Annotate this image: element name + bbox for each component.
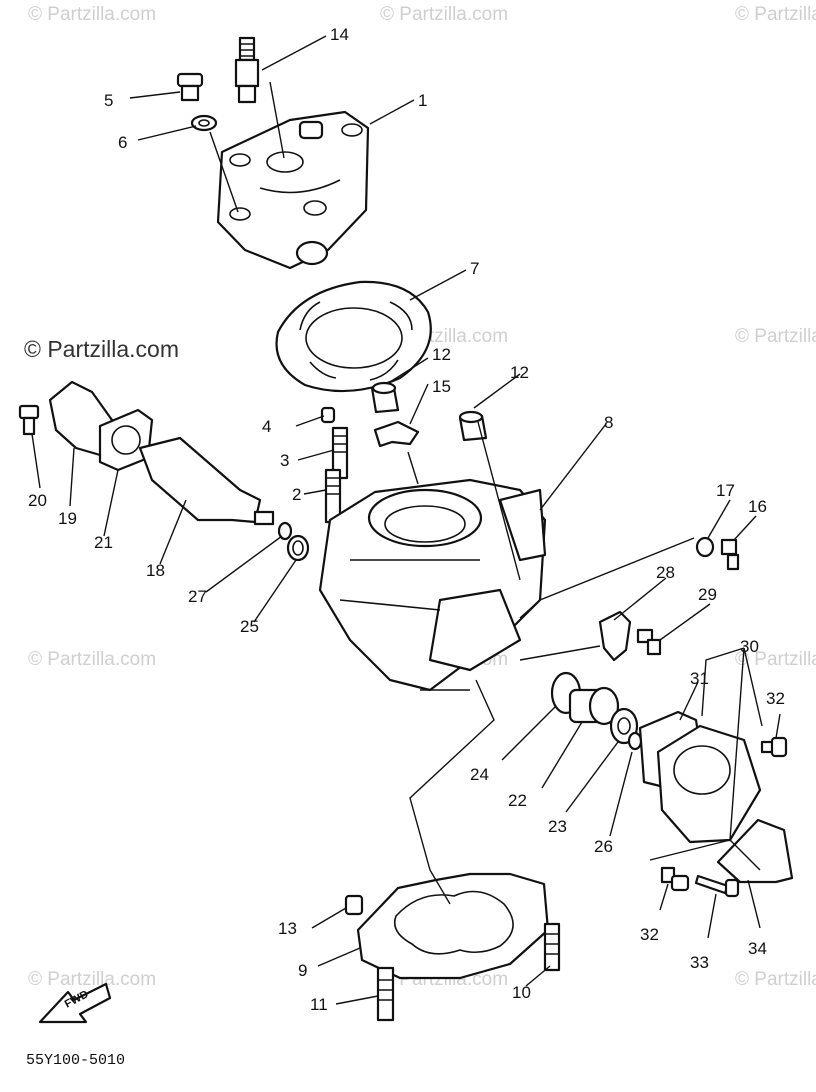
bolt[interactable] bbox=[636, 628, 662, 656]
callout-8[interactable]: 8 bbox=[604, 413, 613, 432]
joint-gasket-hole bbox=[111, 425, 141, 455]
washer-hole bbox=[198, 119, 210, 127]
watermark-faint: © Partzilla.com bbox=[380, 4, 508, 25]
diagram-code: 55Y100-5010 bbox=[26, 1052, 125, 1069]
washer[interactable] bbox=[695, 536, 715, 558]
callout-18[interactable]: 18 bbox=[146, 561, 165, 580]
callout-22[interactable]: 22 bbox=[508, 791, 527, 810]
screw[interactable] bbox=[694, 874, 740, 898]
watermark-faint: © Partzilla.com bbox=[735, 4, 816, 25]
dowel-pin[interactable] bbox=[320, 406, 336, 424]
callout-20[interactable]: 20 bbox=[28, 491, 47, 510]
collar[interactable] bbox=[286, 534, 310, 562]
stud-bolt[interactable] bbox=[543, 922, 561, 972]
clamp[interactable] bbox=[598, 610, 632, 662]
callout-11[interactable]: 11 bbox=[310, 995, 328, 1014]
callout-24[interactable]: 24 bbox=[470, 765, 489, 784]
bracket[interactable] bbox=[373, 420, 420, 448]
callout-27[interactable]: 27 bbox=[188, 587, 207, 606]
callout-28[interactable]: 28 bbox=[656, 563, 675, 582]
bolt[interactable] bbox=[760, 736, 788, 758]
callout-16[interactable]: 16 bbox=[748, 497, 767, 516]
watermark-faint: © Partzilla.com bbox=[735, 326, 816, 347]
dowel-pin[interactable] bbox=[344, 894, 364, 916]
callout-10[interactable]: 10 bbox=[512, 983, 531, 1002]
callout-12-a[interactable]: 12 bbox=[432, 345, 451, 364]
watermark-faint: © Partzilla.com bbox=[735, 649, 816, 670]
callout-32-a[interactable]: 32 bbox=[766, 689, 785, 708]
callout-12-b[interactable]: 12 bbox=[510, 363, 529, 382]
callout-15[interactable]: 15 bbox=[432, 377, 451, 396]
callout-9[interactable]: 9 bbox=[298, 961, 307, 980]
callout-23[interactable]: 23 bbox=[548, 817, 567, 836]
bolt[interactable] bbox=[18, 404, 40, 436]
exhaust-pipe[interactable] bbox=[138, 436, 275, 526]
callout-3[interactable]: 3 bbox=[280, 451, 289, 470]
callout-34[interactable]: 34 bbox=[748, 939, 767, 958]
cylinder-head[interactable] bbox=[216, 110, 370, 270]
plug-bolt[interactable] bbox=[176, 72, 204, 102]
o-ring[interactable] bbox=[277, 521, 293, 541]
callout-17[interactable]: 17 bbox=[716, 481, 735, 500]
protector[interactable] bbox=[716, 818, 794, 884]
cylinder[interactable] bbox=[318, 478, 547, 692]
callout-19[interactable]: 19 bbox=[58, 509, 77, 528]
callout-6[interactable]: 6 bbox=[118, 133, 127, 152]
callout-33[interactable]: 33 bbox=[690, 953, 709, 972]
cylinder-nut[interactable] bbox=[458, 410, 488, 442]
bolt[interactable] bbox=[660, 866, 690, 892]
callouts: 14 5 6 1 7 12 15 12 4 3 2 8 17 16 20 19 … bbox=[28, 25, 785, 1014]
callout-31[interactable]: 31 bbox=[690, 669, 709, 688]
spark-plug[interactable] bbox=[234, 36, 260, 104]
watermark-faint: © Partzilla.com bbox=[28, 969, 156, 990]
exhaust-valve[interactable] bbox=[568, 686, 620, 726]
watermark-brand: © Partzilla.com bbox=[24, 336, 179, 362]
forward-direction-arrow: FWD bbox=[38, 982, 112, 1024]
callout-13[interactable]: 13 bbox=[278, 919, 297, 938]
callout-14[interactable]: 14 bbox=[330, 25, 349, 44]
callout-1[interactable]: 1 bbox=[418, 91, 427, 110]
head-gasket[interactable] bbox=[275, 280, 432, 393]
watermark-faint: © Partzilla.com bbox=[28, 4, 156, 25]
callout-29[interactable]: 29 bbox=[698, 585, 717, 604]
callout-7[interactable]: 7 bbox=[470, 259, 479, 278]
callout-5[interactable]: 5 bbox=[104, 91, 113, 110]
base-gasket[interactable] bbox=[356, 872, 550, 980]
cylinder-nut[interactable] bbox=[370, 381, 400, 414]
bolt[interactable] bbox=[720, 538, 740, 571]
stud-bolt[interactable] bbox=[376, 966, 395, 1022]
callout-2[interactable]: 2 bbox=[292, 485, 301, 504]
washer[interactable] bbox=[190, 114, 218, 132]
leader-lines bbox=[31, 35, 781, 1005]
o-ring[interactable] bbox=[627, 731, 643, 751]
callout-26[interactable]: 26 bbox=[594, 837, 613, 856]
valve-cover[interactable] bbox=[656, 724, 762, 844]
callout-25[interactable]: 25 bbox=[240, 617, 259, 636]
watermark-faint: © Partzilla.com bbox=[735, 969, 816, 990]
callout-32-b[interactable]: 32 bbox=[640, 925, 659, 944]
callout-21[interactable]: 21 bbox=[94, 533, 113, 552]
watermark-faint: © Partzilla.com bbox=[28, 649, 156, 670]
callout-4[interactable]: 4 bbox=[262, 417, 271, 436]
callout-30[interactable]: 30 bbox=[740, 637, 759, 656]
